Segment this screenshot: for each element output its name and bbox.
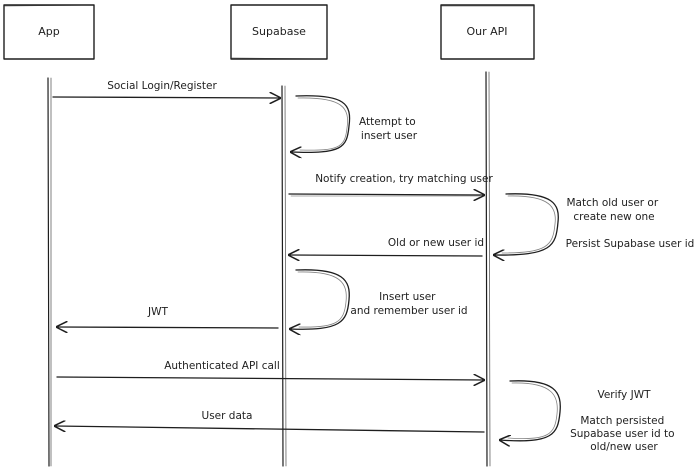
note-persist-id: Persist Supabase user id [566, 238, 695, 250]
note-attempt-insert-line1: Attempt to [359, 116, 416, 128]
note-match-old-user: Match old user or create new one [566, 197, 661, 223]
self-loop-match-user: Match old user or create new one Persist… [494, 193, 695, 255]
note-match-persisted-line1: Match persisted [580, 415, 664, 427]
participant-app: App [3, 4, 95, 60]
lifeline-app [47, 77, 52, 467]
note-match-persisted: Match persisted Supabase user id to old/… [570, 415, 678, 453]
participant-api: Our API [440, 4, 535, 60]
message-user-data-label: User data [202, 410, 253, 422]
note-match-old-user-line1: Match old user or [566, 197, 658, 209]
self-loop-insert-remember: Insert user and remember user id [290, 269, 468, 329]
message-social-login-label: Social Login/Register [107, 80, 217, 92]
note-match-persisted-line2: Supabase user id to [570, 428, 675, 440]
note-attempt-insert: Attempt to insert user [359, 116, 419, 142]
lifeline-api [485, 71, 491, 467]
participant-supabase: Supabase [230, 4, 328, 60]
message-jwt-label: JWT [147, 306, 168, 318]
note-insert-remember-line1: Insert user [379, 291, 436, 303]
participant-api-label: Our API [466, 25, 507, 38]
note-insert-remember-line2: and remember user id [350, 305, 467, 317]
note-attempt-insert-line2: insert user [361, 130, 418, 142]
message-authenticated-call-label: Authenticated API call [164, 360, 280, 372]
message-authenticated-call: Authenticated API call [56, 360, 484, 380]
note-match-persisted-line3: old/new user [590, 441, 658, 453]
message-old-or-new-id: Old or new user id [289, 237, 484, 256]
message-social-login: Social Login/Register [52, 80, 280, 98]
lifeline-supabase [281, 85, 287, 467]
note-insert-remember: Insert user and remember user id [350, 291, 467, 317]
note-verify-jwt: Verify JWT [597, 389, 651, 401]
self-loop-verify-jwt: Verify JWT Match persisted Supabase user… [500, 380, 678, 453]
participant-supabase-label: Supabase [252, 25, 306, 38]
participant-app-label: App [38, 25, 60, 38]
note-match-old-user-line2: create new one [573, 211, 654, 223]
message-notify-creation-label: Notify creation, try matching user [315, 173, 493, 185]
message-user-data: User data [55, 410, 485, 433]
message-jwt: JWT [57, 306, 279, 328]
message-notify-creation: Notify creation, try matching user [288, 173, 493, 196]
self-loop-attempt-insert: Attempt to insert user [291, 95, 419, 153]
message-old-or-new-id-label: Old or new user id [388, 237, 484, 249]
